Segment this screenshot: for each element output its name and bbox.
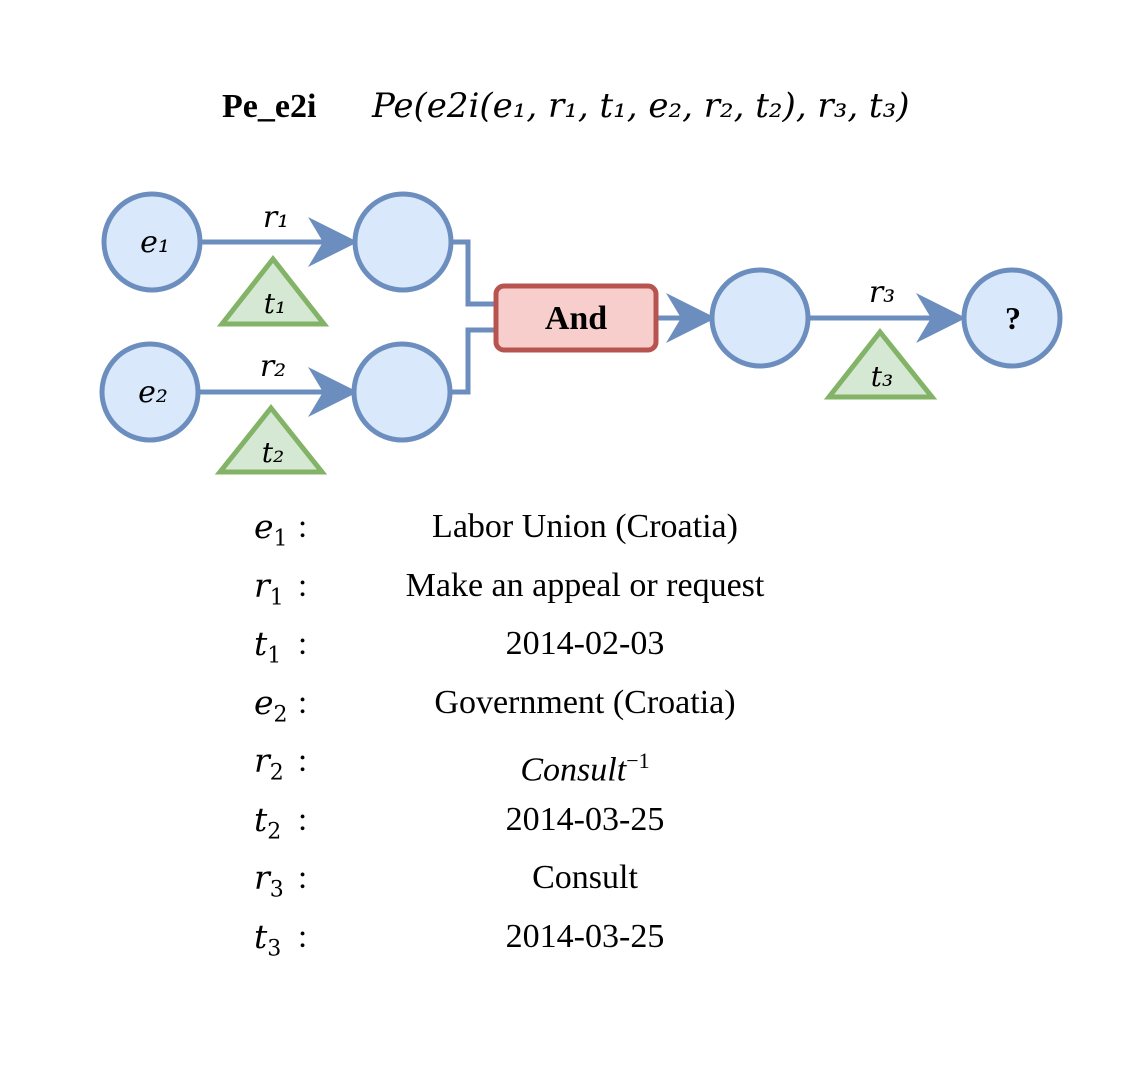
node-q1 (352, 191, 454, 293)
title-name: Pe_e2i (222, 88, 316, 125)
time-t2-triangle (214, 403, 328, 475)
edge-q1-and (452, 239, 496, 307)
time-t3-label: t₃ (871, 360, 893, 393)
operator-and (493, 283, 659, 353)
title-formula: Pe(e2i(e₁, r₁, t₁, e₂, r₂, t₂), r₃, t₃) (371, 86, 910, 126)
node-q2 (351, 341, 453, 443)
edge-r2-label: r₂ (260, 349, 286, 384)
edge-r3-label: r₃ (869, 275, 895, 310)
time-t3-triangle (823, 327, 938, 400)
time-t1-label: t₁ (264, 287, 286, 320)
edge-q2-and (452, 327, 496, 395)
edge-r1-label: r₁ (263, 200, 289, 235)
time-t1-triangle (216, 254, 330, 327)
node-answer-label: ? (1005, 300, 1021, 336)
operator-and-label: And (545, 300, 607, 337)
time-t2-label: t₂ (262, 436, 284, 469)
node-answer (961, 267, 1063, 369)
node-e1-label: e₁ (140, 225, 170, 260)
node-e1 (101, 191, 203, 293)
node-e2-label: e₂ (138, 375, 168, 410)
node-q3 (709, 267, 811, 369)
node-e2 (99, 341, 201, 443)
